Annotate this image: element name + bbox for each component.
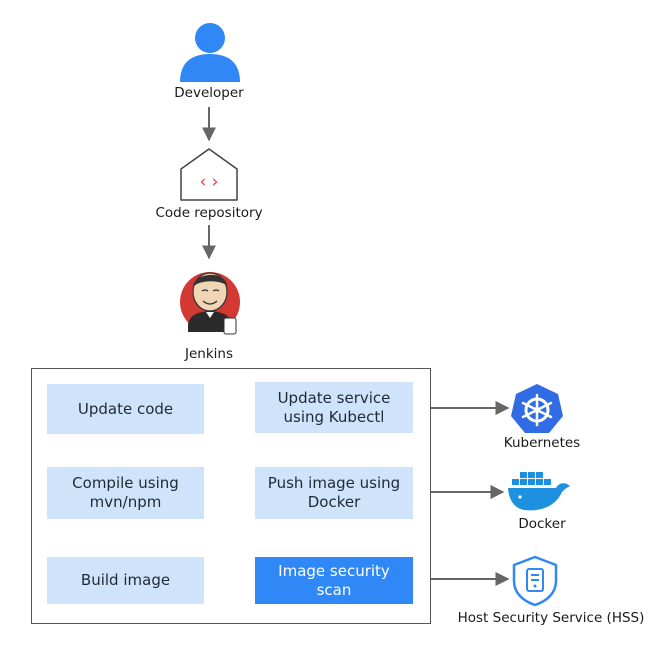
- step-update-code: Update code: [47, 384, 204, 434]
- step-image-security-scan-label: Image security scan: [278, 561, 390, 599]
- shield-server-icon: [512, 555, 558, 607]
- kubernetes-helm-icon: [511, 384, 563, 433]
- docker-label: Docker: [518, 516, 566, 532]
- hss-label: Host Security Service (HSS): [457, 610, 645, 626]
- step-compile-label: Compile using mvn/npm: [72, 474, 179, 511]
- kubernetes-label: Kubernetes: [503, 435, 581, 451]
- step-update-service-label: Update service using Kubectl: [277, 388, 391, 426]
- step-push-image: Push image using Docker: [255, 467, 413, 519]
- step-compile: Compile using mvn/npm: [47, 467, 204, 519]
- person-icon: [180, 23, 240, 82]
- code-glyph: ‹ ›: [199, 172, 218, 192]
- step-update-code-label: Update code: [77, 399, 174, 418]
- developer-label: Developer: [174, 85, 244, 101]
- step-build-image-label: Build image: [80, 571, 171, 589]
- step-update-service: Update service using Kubectl: [255, 382, 413, 433]
- step-build-image: Build image: [47, 557, 204, 604]
- step-image-security-scan: Image security scan: [255, 557, 413, 604]
- step-push-image-label: Push image using Docker: [267, 474, 401, 511]
- jenkins-label: Jenkins: [184, 346, 233, 362]
- docker-whale-icon: [508, 472, 570, 511]
- repository-house-icon: ‹ ›: [180, 148, 238, 201]
- jenkins-butler-icon: [180, 272, 240, 335]
- code-repository-label: Code repository: [155, 205, 263, 221]
